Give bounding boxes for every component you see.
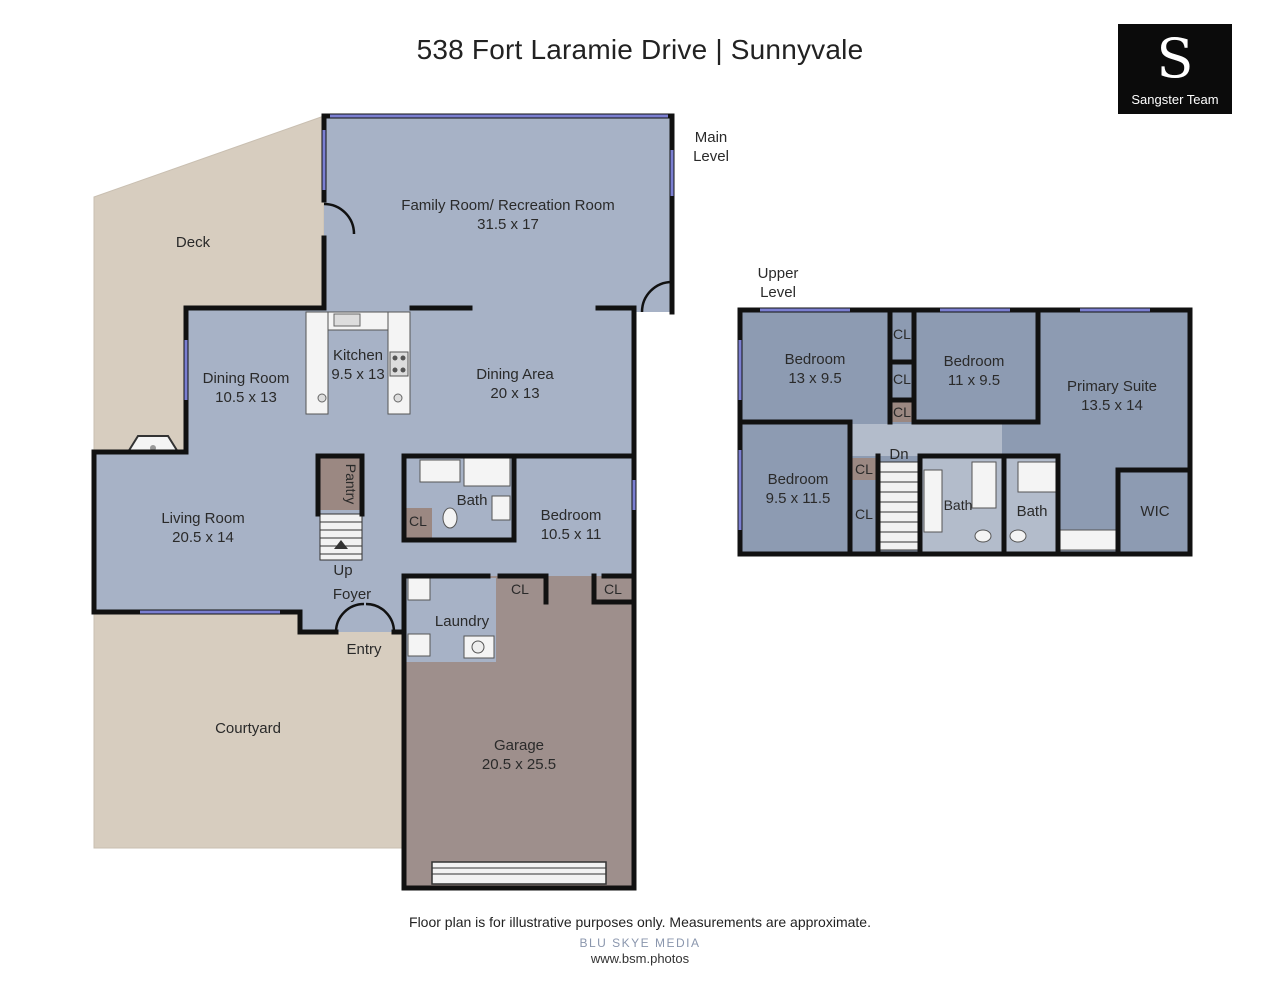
upper-vanity-icon (923, 469, 943, 533)
main-level-label: Main Level (693, 129, 729, 165)
garage-name: Garage (494, 737, 544, 754)
brand-name: BLU SKYE MEDIA (579, 936, 701, 950)
upper-bedroom2-dims: 11 x 9.5 (948, 372, 1000, 389)
stove-icon (389, 351, 409, 377)
garage-dims: 20.5 x 25.5 (482, 756, 556, 773)
upper-toilet1-icon (974, 529, 992, 543)
dryer-icon (407, 633, 431, 657)
kitchen-dims: 9.5 x 13 (331, 366, 384, 383)
upper-cl2-closet (890, 400, 914, 422)
svg-text:Upper: Upper (758, 265, 799, 282)
laundry-label: Laundry (435, 613, 490, 630)
living-room-dims: 20.5 x 14 (172, 529, 234, 546)
main-windows (140, 114, 674, 614)
upper-cl2-label: CL (893, 371, 911, 387)
kitchen-sink-icon (333, 313, 361, 327)
upper-hall (850, 424, 1002, 456)
upper-bedroom2-name: Bedroom (944, 353, 1005, 370)
stairs-main (319, 513, 363, 561)
door-swings (323, 202, 673, 633)
garage-door (431, 861, 607, 885)
svg-text:Level: Level (760, 284, 796, 301)
dining-area-name: Dining Area (476, 366, 554, 383)
bathtub-icon (463, 457, 511, 487)
upper-cl1-label: CL (893, 326, 911, 342)
bath-sink-icon (491, 495, 511, 521)
upper-windows (738, 308, 1150, 530)
living-room-name: Living Room (161, 510, 244, 527)
svg-text:Level: Level (693, 148, 729, 165)
page-title: 538 Fort Laramie Drive | Sunnyvale (416, 34, 864, 65)
entry-label: Entry (346, 641, 382, 658)
upper-level-label: Upper Level (758, 265, 799, 301)
logo-letter: S (1156, 27, 1194, 90)
upper-bedroom3-name: Bedroom (768, 471, 829, 488)
upper-bedroom1-name: Bedroom (785, 351, 846, 368)
upper-sink-icon (1059, 529, 1117, 551)
primary-suite-name: Primary Suite (1067, 378, 1157, 395)
cl-bed-a-label: CL (511, 581, 529, 597)
foyer-label: Foyer (333, 586, 371, 603)
upper-cl4-label: CL (855, 461, 873, 477)
upper-walls (737, 307, 1193, 557)
pantry-floor (318, 456, 362, 510)
disclaimer: Floor plan is for illustrative purposes … (409, 914, 871, 930)
dining-room-dims: 10.5 x 13 (215, 389, 277, 406)
family-room-floor (324, 114, 672, 312)
upper-bath2-label: Bath (1017, 503, 1048, 520)
pantry-label: Pantry (343, 464, 359, 504)
upper-cl3-closet (852, 458, 878, 480)
upper-tub-icon (971, 461, 997, 509)
bath-main-label: Bath (457, 492, 488, 509)
upper-bedroom1-dims: 13 x 9.5 (788, 370, 841, 387)
upper-cl3-label: CL (893, 404, 911, 420)
toilet-icon (442, 507, 458, 529)
brand-url: www.bsm.photos (590, 951, 690, 966)
cl-bath-label: CL (409, 513, 427, 529)
upper-stairs (879, 461, 919, 551)
brand-logo: S Sangster Team (1118, 24, 1232, 114)
stairs-up-arrow-icon (334, 540, 348, 549)
courtyard-label: Courtyard (215, 720, 281, 737)
upper-bath1-label: Bath (944, 497, 973, 513)
upper-shower-icon (1017, 461, 1057, 493)
family-room-dims: 31.5 x 17 (477, 216, 539, 233)
upper-bedroom3-dims: 9.5 x 11.5 (766, 490, 831, 507)
cl-bed-b-label: CL (604, 581, 622, 597)
family-room-name: Family Room/ Recreation Room (401, 197, 614, 214)
svg-text:Main: Main (695, 129, 728, 146)
wic-label: WIC (1140, 503, 1169, 520)
logo-name: Sangster Team (1131, 92, 1219, 107)
dining-room-name: Dining Room (203, 370, 290, 387)
upper-cl5-label: CL (855, 506, 873, 522)
upper-dn-label: Dn (889, 446, 908, 463)
deck-label: Deck (176, 234, 211, 251)
kitchen-counter-left (305, 311, 329, 415)
up-label: Up (333, 562, 352, 579)
primary-suite-dims: 13.5 x 14 (1081, 397, 1143, 414)
upper-toilet2-icon (1009, 529, 1027, 543)
cl-bath-floor (404, 508, 432, 540)
kitchen-name: Kitchen (333, 347, 383, 364)
dining-area-dims: 20 x 13 (490, 385, 539, 402)
upper-stair-treads (880, 471, 918, 543)
bedroom-main-name: Bedroom (541, 507, 602, 524)
vanity-icon (419, 459, 461, 483)
bedroom-main-dims: 10.5 x 11 (541, 526, 602, 543)
washer-icon (407, 577, 431, 601)
